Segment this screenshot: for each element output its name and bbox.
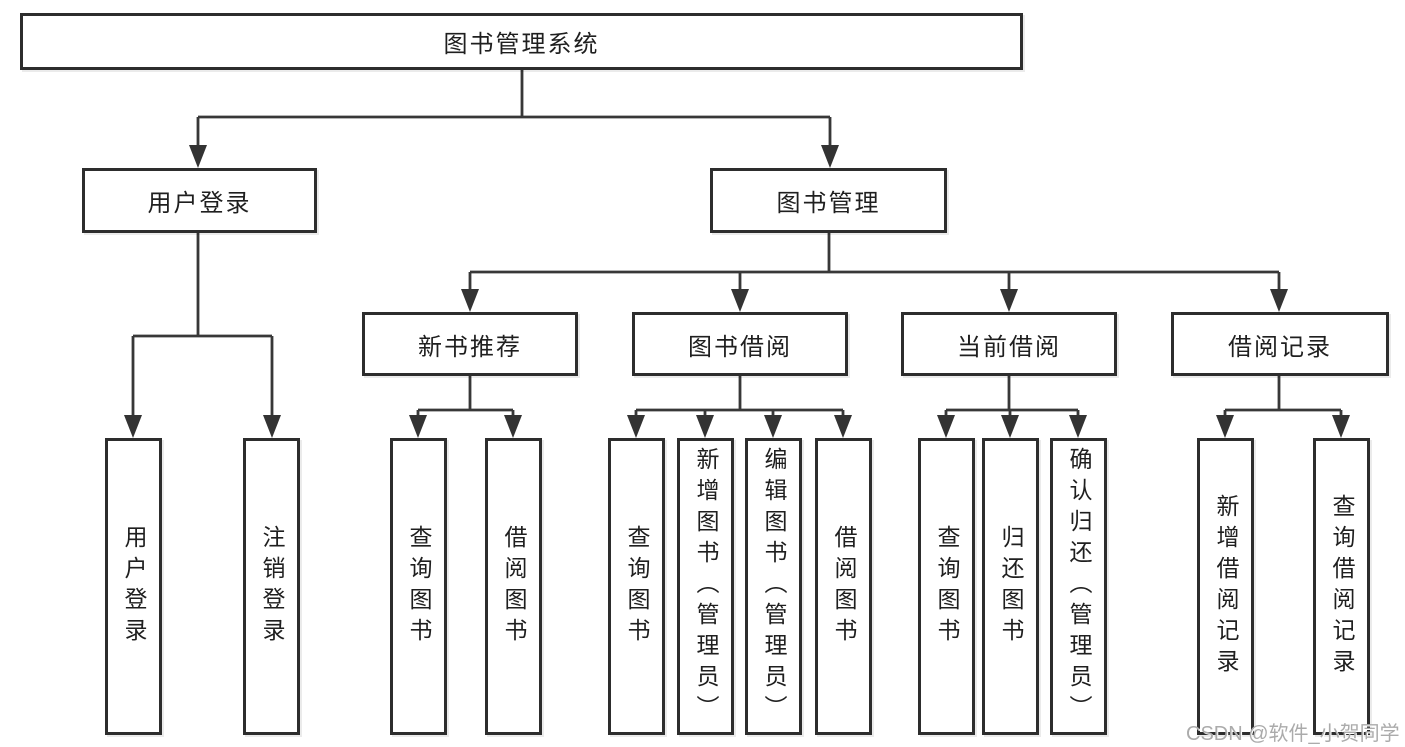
node-label: 图书管理系统 <box>443 31 600 58</box>
leaf-label: 用户登录 <box>121 524 147 649</box>
node-book-borrow: 图书借阅 <box>632 312 848 376</box>
leaf-label: 确认归还（管理员） <box>1066 447 1092 726</box>
node-library-system: 图书管理系统 <box>20 13 1023 70</box>
arrowheads <box>124 145 1350 438</box>
node-label: 图书借阅 <box>688 333 792 361</box>
leaf-confirm-return-admin: 确认归还（管理员） <box>1050 438 1107 735</box>
leaf-label: 新增借阅记录 <box>1213 493 1239 680</box>
leaf-label: 编辑图书（管理员） <box>761 447 787 726</box>
node-new-book-recommend: 新书推荐 <box>362 312 578 376</box>
leaf-query-borrow-record: 查询借阅记录 <box>1313 438 1370 735</box>
leaf-return-books: 归还图书 <box>982 438 1039 735</box>
node-user-login: 用户登录 <box>82 168 317 233</box>
csdn-watermark: CSDN @软件_小贺同学 <box>1186 723 1400 745</box>
node-label: 新书推荐 <box>418 333 522 361</box>
leaf-label: 借阅图书 <box>831 524 857 649</box>
leaf-query-books: 查询图书 <box>608 438 665 735</box>
node-label: 图书管理 <box>776 190 881 217</box>
node-book-management: 图书管理 <box>710 168 947 233</box>
leaf-logout-login: 注销登录 <box>243 438 300 735</box>
leaf-label: 注销登录 <box>259 524 285 649</box>
leaf-label: 查询图书 <box>406 524 432 649</box>
leaf-label: 查询图书 <box>624 524 650 649</box>
leaf-borrow-books: 借阅图书 <box>485 438 542 735</box>
leaf-query-books: 查询图书 <box>918 438 975 735</box>
node-label: 借阅记录 <box>1228 333 1332 361</box>
node-borrow-records: 借阅记录 <box>1171 312 1389 376</box>
node-label: 用户登录 <box>147 190 252 217</box>
leaf-add-books-admin: 新增图书（管理员） <box>677 438 734 735</box>
leaf-label: 新增图书（管理员） <box>693 447 719 726</box>
leaf-query-books: 查询图书 <box>390 438 447 735</box>
leaf-edit-books-admin: 编辑图书（管理员） <box>745 438 802 735</box>
leaf-label: 借阅图书 <box>501 524 527 649</box>
node-current-borrow: 当前借阅 <box>901 312 1117 376</box>
leaf-label: 归还图书 <box>998 524 1024 649</box>
leaf-borrow-books: 借阅图书 <box>815 438 872 735</box>
leaf-add-borrow-record: 新增借阅记录 <box>1197 438 1254 735</box>
leaf-user-login: 用户登录 <box>105 438 162 735</box>
leaf-label: 查询图书 <box>934 524 960 649</box>
leaf-label: 查询借阅记录 <box>1329 493 1355 680</box>
node-label: 当前借阅 <box>957 333 1061 361</box>
